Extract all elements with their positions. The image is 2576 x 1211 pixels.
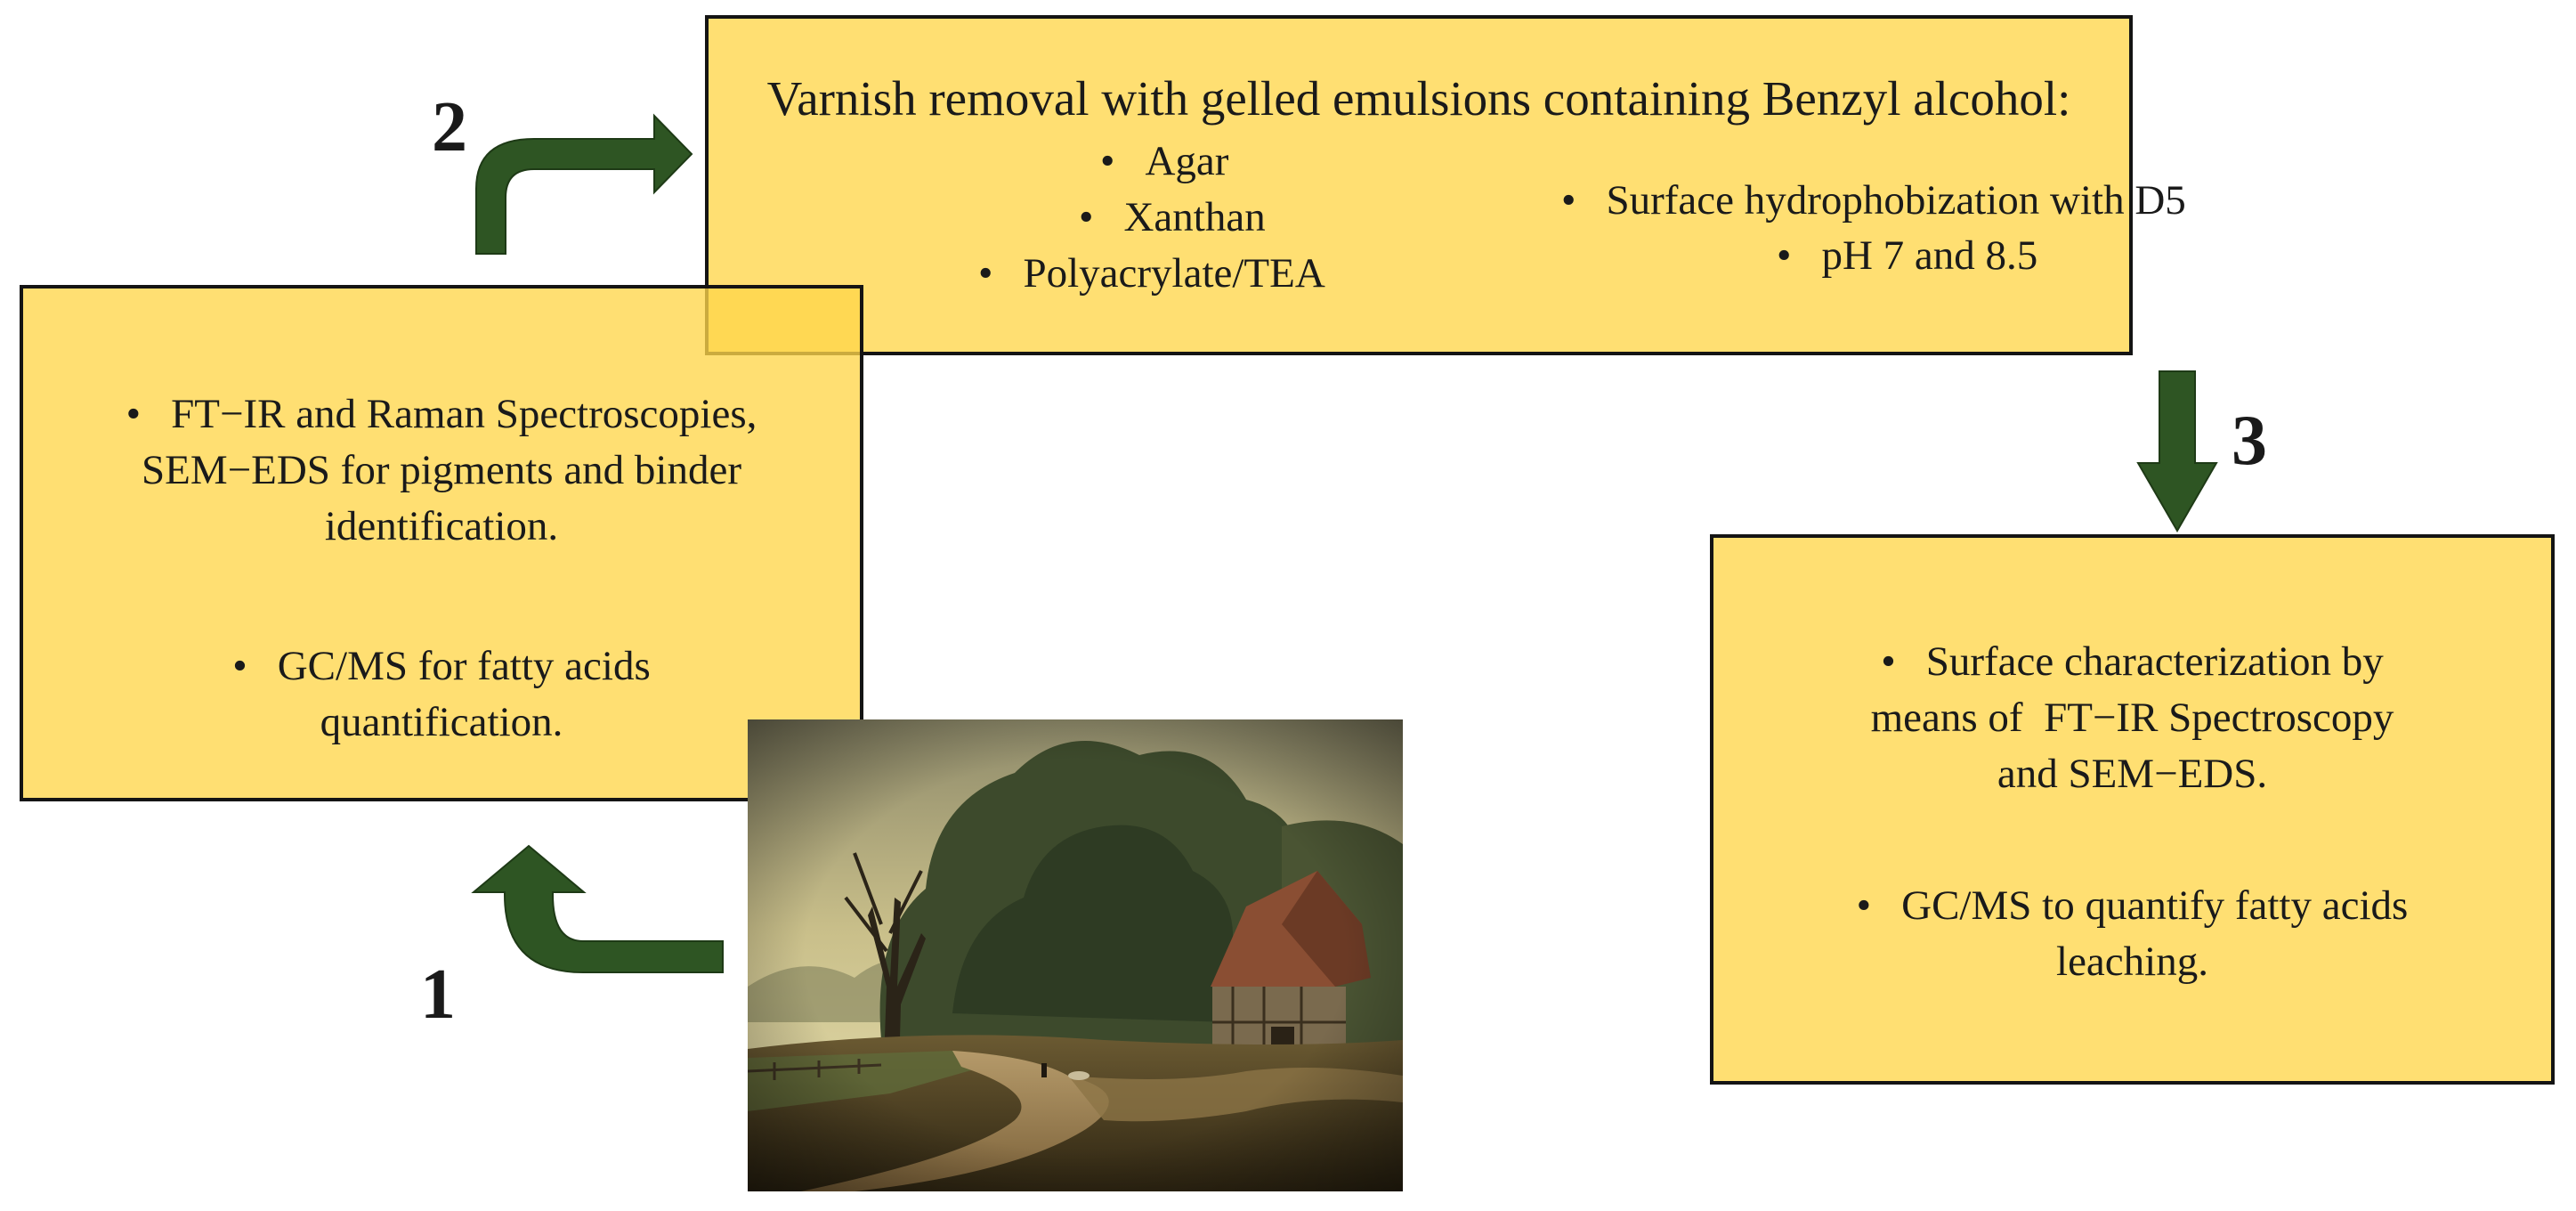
arrow-step-2 [475, 113, 693, 255]
spectroscopy-bullet: •FT−IR and Raman Spectroscopies, SEM−EDS… [126, 391, 757, 549]
gel-item-agar: •Agar [1100, 138, 1229, 184]
initial-characterization-box: •FT−IR and Raman Spectroscopies, SEM−EDS… [20, 285, 863, 801]
landscape-painting-image [748, 719, 1403, 1191]
arrow-step-3 [2136, 370, 2218, 532]
varnish-removal-title: Varnish removal with gelled emulsions co… [766, 71, 2071, 126]
gcms-leaching-bullet: •GC/MS to quantify fatty acids leaching. [1856, 882, 2409, 985]
step-number-2: 2 [432, 88, 467, 167]
arrow-step-1 [471, 844, 724, 973]
step-number-3: 3 [2232, 402, 2267, 480]
gel-item-xanthan: •Xanthan [1079, 194, 1266, 240]
surface-characterization-box: •Surface characterization by means of FT… [1710, 534, 2555, 1085]
condition-item-ph: •pH 7 and 8.5 [1777, 232, 2038, 279]
gel-item-polyacrylate: •Polyacrylate/TEA [978, 250, 1325, 297]
varnish-removal-box: Varnish removal with gelled emulsions co… [705, 15, 2186, 355]
step-number-1: 1 [420, 955, 456, 1034]
condition-item-hydrophobization: •Surface hydrophobization with D5 [1561, 177, 2186, 224]
gcms-fatty-acids-bullet: •GC/MS for fatty acids quantification. [232, 643, 651, 745]
surface-characterization-bullet: •Surface characterization by means of FT… [1870, 638, 2394, 797]
